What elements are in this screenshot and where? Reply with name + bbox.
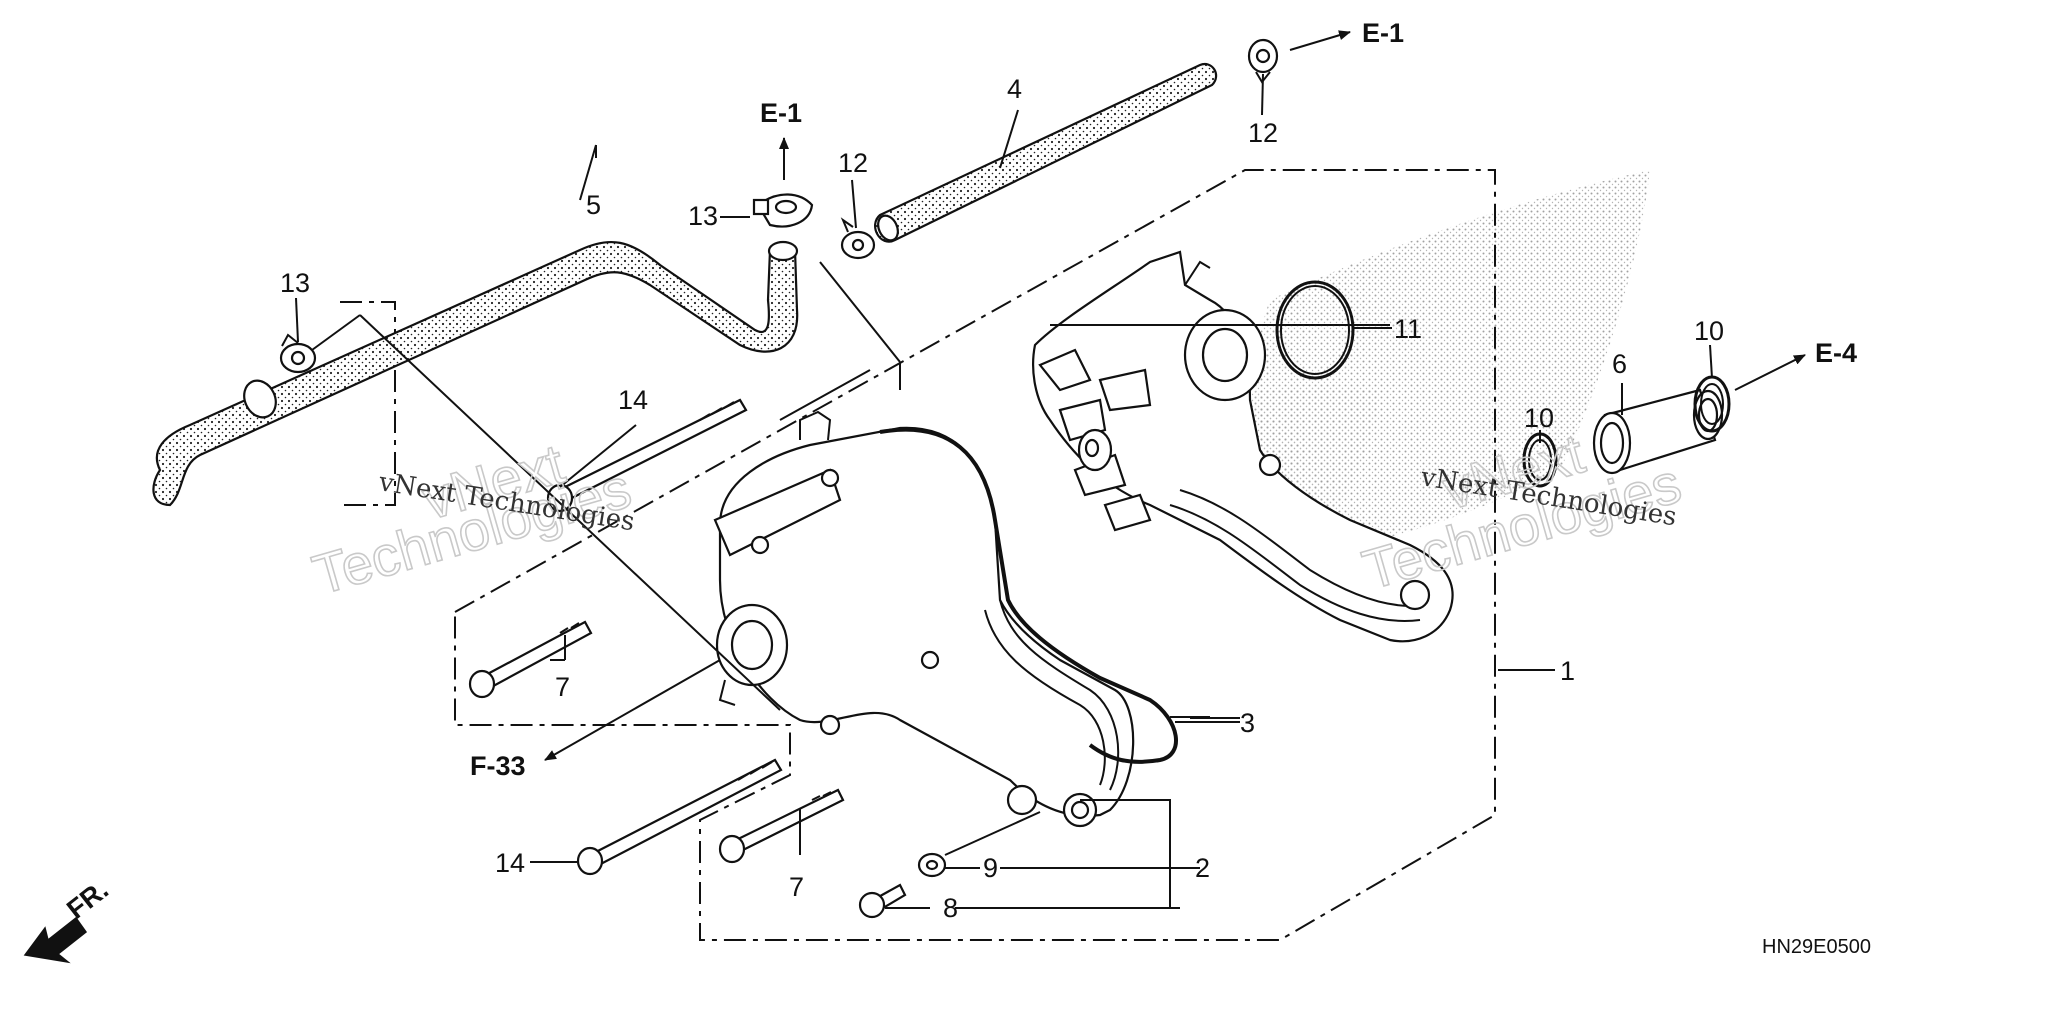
callout-10-left: 10 <box>1524 403 1554 433</box>
callout-1: 1 <box>1560 656 1575 686</box>
assembly-boundary <box>454 169 1496 941</box>
reference-labels: E-1 E-1 E-4 F-33 <box>470 18 1857 781</box>
pump-frame-outline <box>340 301 396 506</box>
callout-10-right: 10 <box>1694 316 1724 346</box>
pipe-6 <box>1592 388 1724 475</box>
bolt-14-upper <box>546 398 748 513</box>
callout-5: 5 <box>586 190 601 220</box>
callout-13-right: 13 <box>688 201 718 231</box>
callout-12-left: 12 <box>838 148 868 178</box>
ref-e4: E-4 <box>1815 338 1857 368</box>
washer-9 <box>917 852 947 878</box>
callout-4: 4 <box>1007 74 1022 104</box>
clamp-13-right <box>752 193 814 228</box>
hose-5 <box>152 240 799 507</box>
watermarks: vNext Technologies vNext Technologies vN… <box>305 421 1688 608</box>
callout-11: 11 <box>1394 314 1422 344</box>
clamp-12-left <box>840 217 876 260</box>
o-ring-11-inner <box>1280 285 1350 375</box>
callout-8: 8 <box>943 893 958 923</box>
gasket-3 <box>879 427 1178 764</box>
water-pump-cover <box>713 410 1135 828</box>
leader-lines <box>295 73 1713 909</box>
callout-14-upper: 14 <box>618 385 648 415</box>
callout-9: 9 <box>983 853 998 883</box>
ref-e1-top: E-1 <box>1362 18 1404 48</box>
bolt-14-lower <box>576 758 783 876</box>
callout-13-left: 13 <box>280 268 310 298</box>
ref-e1-left: E-1 <box>760 98 802 128</box>
water-pump-body <box>1032 250 1454 643</box>
callout-7-upper: 7 <box>555 672 570 702</box>
reference-arrows <box>544 30 1806 761</box>
clamp-12-right <box>1247 38 1279 84</box>
o-ring-11 <box>1275 280 1355 380</box>
callout-2: 2 <box>1195 853 1210 883</box>
diagram-code: HN29E0500 <box>1762 936 1871 958</box>
bolt-8 <box>858 883 907 919</box>
hose-4 <box>874 62 1218 243</box>
clamp-13-left <box>279 333 317 374</box>
front-marker-label: FR. <box>61 874 114 924</box>
bolt-7-upper <box>468 620 593 699</box>
callout-7-lower: 7 <box>789 872 804 902</box>
callout-6: 6 <box>1612 349 1627 379</box>
front-arrow-icon: FR. <box>23 874 114 964</box>
bolt-7-lower <box>718 788 845 864</box>
ref-f33: F-33 <box>470 751 526 781</box>
callout-3: 3 <box>1240 708 1255 738</box>
callout-14-lower: 14 <box>495 848 525 878</box>
callout-12-right: 12 <box>1248 118 1278 148</box>
callout-numbers: 1 2 3 4 5 6 7 7 8 9 10 10 11 12 12 13 13… <box>280 74 1724 923</box>
